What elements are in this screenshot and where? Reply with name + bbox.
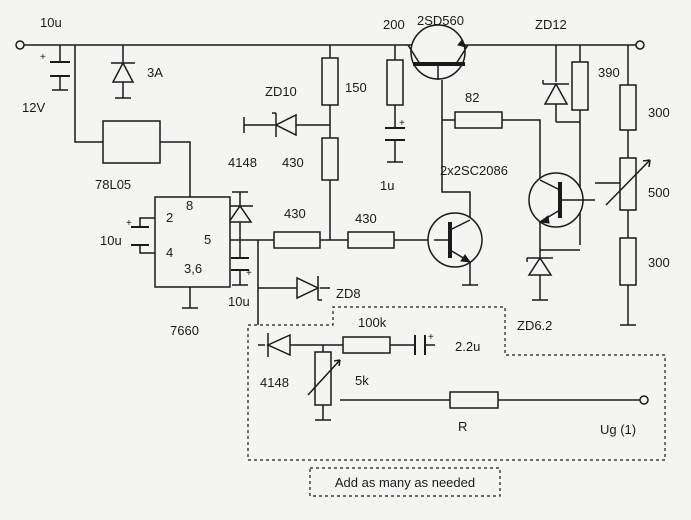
- ground-symbols: [52, 89, 636, 421]
- label-input-voltage: 12V: [22, 100, 45, 115]
- svg-text:+: +: [399, 118, 405, 129]
- note-box: [309, 467, 501, 497]
- repeatable-section-outline: [247, 306, 666, 461]
- label-output-cap: 10u: [228, 294, 250, 309]
- resistor-430-vertical[interactable]: [321, 137, 339, 181]
- resistor-300-top[interactable]: [619, 84, 637, 131]
- input-terminal[interactable]: [15, 40, 25, 50]
- label-r300-bottom: 300: [648, 255, 670, 270]
- resistor-430-right[interactable]: [347, 231, 395, 249]
- transistor-2sd560[interactable]: [407, 24, 469, 80]
- label-r: R: [458, 419, 467, 434]
- note-text: Add as many as needed: [335, 475, 475, 490]
- label-ug: Ug (1): [600, 422, 636, 437]
- label-r430-left: 430: [284, 206, 306, 221]
- label-pin-3-6: 3,6: [184, 261, 202, 276]
- resistor-100k[interactable]: [342, 336, 391, 354]
- label-pump-cap: 10u: [100, 233, 122, 248]
- diode-4148-top[interactable]: [227, 191, 253, 223]
- capacitors: + + + + +: [40, 52, 434, 355]
- svg-text:+: +: [246, 268, 252, 279]
- label-zd8: ZD8: [336, 286, 361, 301]
- svg-text:+: +: [40, 52, 46, 63]
- resistor-r[interactable]: [449, 391, 499, 409]
- pump-capacitor[interactable]: +: [126, 218, 149, 246]
- label-pin-4: 4: [166, 245, 173, 260]
- input-capacitor[interactable]: +: [40, 52, 70, 77]
- label-r390: 390: [598, 65, 620, 80]
- resistor-82[interactable]: [454, 111, 503, 129]
- resistor-200[interactable]: [386, 59, 404, 106]
- label-pin-5: 5: [204, 232, 211, 247]
- resistors: [273, 57, 651, 409]
- zener-zd8[interactable]: [296, 276, 322, 301]
- regulator-78l05[interactable]: [102, 120, 161, 164]
- label-r100k: 100k: [358, 315, 387, 330]
- label-pin-8: 8: [186, 198, 193, 213]
- label-r300-top: 300: [648, 105, 670, 120]
- terminals: [15, 40, 649, 405]
- resistor-150[interactable]: [321, 57, 339, 106]
- resistor-430-left[interactable]: [273, 231, 321, 249]
- svg-text:+: +: [428, 332, 434, 343]
- output-capacitor[interactable]: +: [231, 257, 252, 279]
- label-input-cap: 10u: [40, 15, 62, 30]
- label-4148-bottom: 4148: [260, 375, 289, 390]
- transistor-2sc2086[interactable]: [427, 212, 483, 268]
- zener-zd6-2[interactable]: [526, 256, 553, 276]
- resistor-390[interactable]: [571, 61, 589, 111]
- svg-text:+: +: [126, 218, 132, 229]
- label-c2-2u: 2.2u: [455, 339, 480, 354]
- label-7660: 7660: [170, 323, 199, 338]
- capacitor-2-2u[interactable]: +: [414, 332, 434, 355]
- dashed-outlines: [247, 306, 666, 497]
- label-2sd560: 2SD560: [417, 13, 464, 28]
- integrated-circuits: [102, 120, 231, 288]
- label-4148-top: 4148: [228, 155, 257, 170]
- label-diode-3a: 3A: [147, 65, 163, 80]
- label-zd10: ZD10: [265, 84, 297, 99]
- base-capacitor-1u[interactable]: +: [385, 118, 405, 141]
- output-terminal[interactable]: [635, 40, 645, 50]
- label-c1u: 1u: [380, 178, 394, 193]
- potentiometer-500[interactable]: [619, 157, 637, 211]
- label-r430-right: 430: [355, 211, 377, 226]
- zener-zd12[interactable]: [542, 80, 569, 105]
- label-pot5k: 5k: [355, 373, 369, 388]
- transistor-regulator[interactable]: [528, 172, 595, 228]
- label-r82: 82: [465, 90, 479, 105]
- diodes: [111, 61, 569, 357]
- label-r200: 200: [383, 17, 405, 32]
- label-zd12: ZD12: [535, 17, 567, 32]
- label-pot500: 500: [648, 185, 670, 200]
- ic-7660[interactable]: [154, 196, 231, 288]
- transistors: [407, 24, 595, 268]
- labels: 10u 12V 3A 78L05 8 2 4 5 3,6 10u 7660 ZD…: [22, 13, 670, 490]
- diode-4148-bottom[interactable]: [266, 333, 291, 357]
- ug-terminal[interactable]: [639, 395, 649, 405]
- diode-3a[interactable]: [111, 61, 135, 83]
- label-r150: 150: [345, 80, 367, 95]
- label-pin-2: 2: [166, 210, 173, 225]
- resistor-300-bottom[interactable]: [619, 237, 637, 286]
- zener-zd10[interactable]: [243, 112, 297, 137]
- label-r430-vertical: 430: [282, 155, 304, 170]
- label-zd6-2: ZD6.2: [517, 318, 552, 333]
- label-78l05: 78L05: [95, 177, 131, 192]
- label-2sc2086: 2x2SC2086: [440, 163, 508, 178]
